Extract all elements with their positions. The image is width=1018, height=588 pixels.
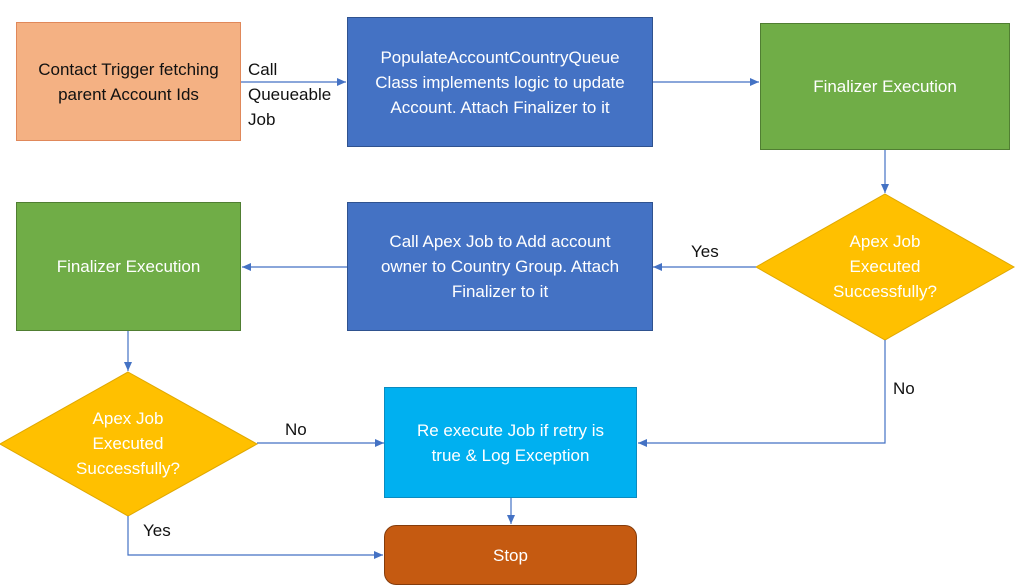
connector-decision-no xyxy=(638,340,886,447)
edge-label-yes-1: Yes xyxy=(691,242,719,261)
connector-decision-2-yes xyxy=(127,516,383,559)
stop-terminator: Stop xyxy=(384,525,637,585)
finalizer-execution-box-1: Finalizer Execution xyxy=(760,23,1010,150)
decision-1-text: Apex Job Executed Successfully? xyxy=(833,232,937,301)
edge-label-yes-2: Yes xyxy=(143,521,171,540)
decision-2-text: Apex Job Executed Successfully? xyxy=(76,409,180,478)
edge-label-no-2: No xyxy=(285,420,307,439)
populate-queue-box: PopulateAccountCountryQueue Class implem… xyxy=(347,17,653,147)
edge-label-call-queueable: Call Queueable Job xyxy=(248,60,332,129)
contact-trigger-box: Contact Trigger fetching parent Account … xyxy=(16,22,241,141)
call-apex-job-box: Call Apex Job to Add account owner to Co… xyxy=(347,202,653,331)
reexecute-job-box: Re execute Job if retry is true & Log Ex… xyxy=(384,387,637,498)
edge-label-no-1: No xyxy=(893,379,915,398)
finalizer-execution-box-2: Finalizer Execution xyxy=(16,202,241,331)
